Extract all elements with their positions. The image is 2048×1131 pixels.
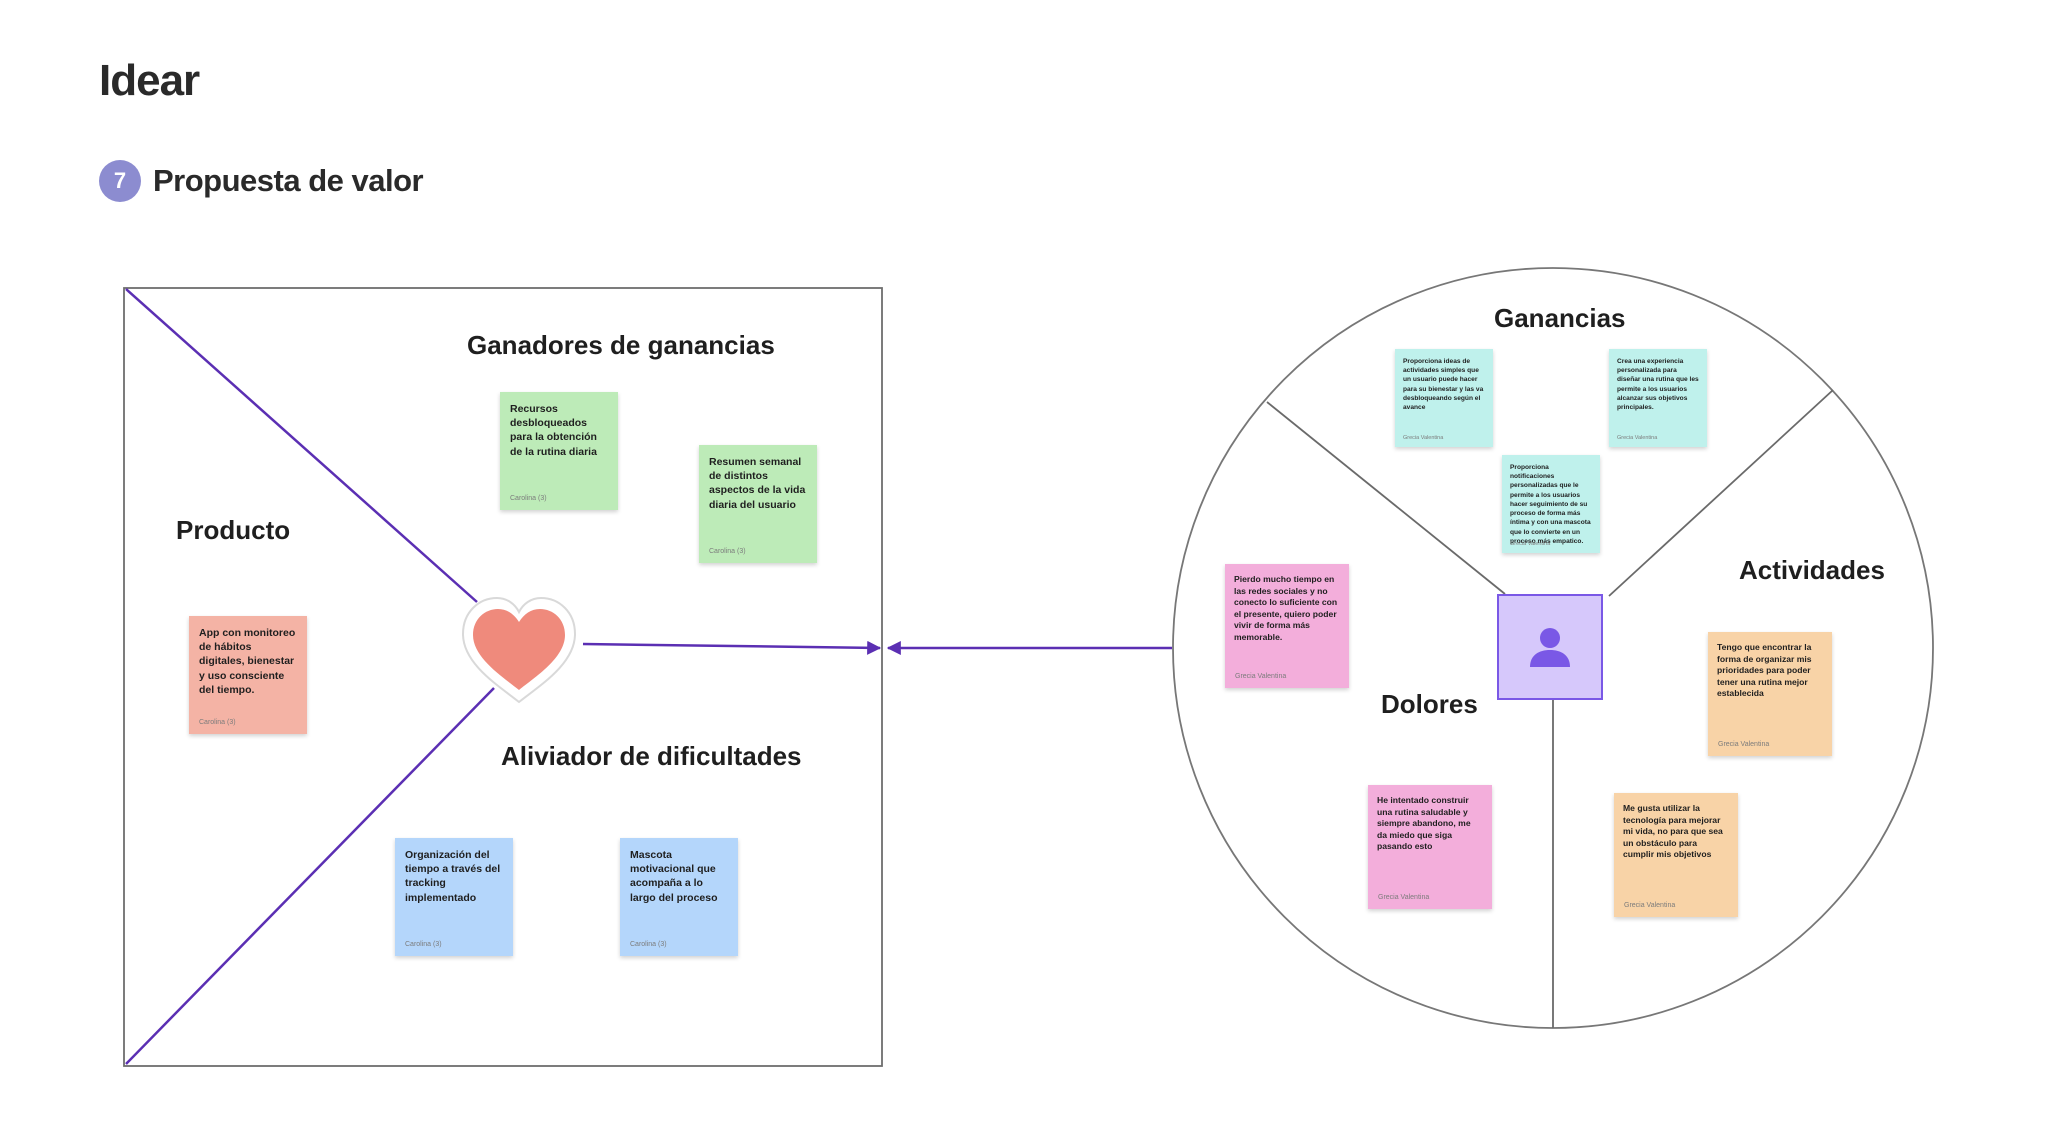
note-text: Proporciona ideas de actividades simples…	[1403, 358, 1484, 412]
customer-avatar	[1497, 594, 1603, 700]
note-author: Grecia Valentina	[1403, 435, 1444, 441]
gains-label: Ganancias	[1494, 303, 1626, 333]
section-header: 7 Propuesta de valor	[99, 160, 424, 202]
note-text: Mascota motivacional que acompaña a lo l…	[630, 849, 718, 904]
note-author: Grecia Valentina	[1235, 673, 1287, 680]
product-label: Producto	[176, 515, 291, 545]
profile-divider-left	[1266, 401, 1506, 595]
note-author: Carolina (3)	[405, 941, 442, 948]
value-map-frame	[123, 287, 883, 1067]
note-text: Tengo que encontrar la forma de organiza…	[1717, 642, 1812, 699]
sticky-note-pain[interactable]: He intentado construir una rutina saluda…	[1368, 785, 1492, 909]
note-author: Grecia Valentina	[1718, 741, 1770, 748]
sticky-note-job[interactable]: Tengo que encontrar la forma de organiza…	[1708, 632, 1832, 756]
jobs-label: Actividades	[1739, 555, 1885, 585]
note-author: Carolina (3)	[510, 495, 547, 502]
sticky-note-gain[interactable]: Proporciona ideas de actividades simples…	[1395, 349, 1493, 447]
note-author: Grecia Valentina	[1378, 894, 1430, 901]
pains-label: Dolores	[1381, 689, 1478, 719]
note-text: Organización del tiempo a través del tra…	[405, 849, 501, 904]
sticky-note-gain-creator[interactable]: Resumen semanal de distintos aspectos de…	[699, 445, 817, 563]
note-author: Grecia Valentina	[1617, 435, 1658, 441]
note-author: Carolina (3)	[709, 548, 746, 555]
note-author: Carolina (3)	[630, 941, 667, 948]
heart-icon	[455, 590, 583, 708]
sticky-note-gain[interactable]: Proporciona notificaciones personalizada…	[1502, 455, 1600, 553]
note-text: He intentado construir una rutina saluda…	[1377, 795, 1471, 852]
sticky-note-pain[interactable]: Pierdo mucho tiempo en las redes sociale…	[1225, 564, 1349, 688]
value-map-arrow	[582, 640, 882, 655]
page-title: Idear	[99, 56, 200, 105]
sticky-note-pain-reliever[interactable]: Organización del tiempo a través del tra…	[395, 838, 513, 956]
sticky-note-product[interactable]: App con monitoreo de hábitos digitales, …	[189, 616, 307, 734]
step-number-badge: 7	[99, 160, 141, 202]
sticky-note-job[interactable]: Me gusta utilizar la tecnología para mej…	[1614, 793, 1738, 917]
profile-divider-right	[1608, 389, 1834, 597]
user-icon	[1530, 628, 1570, 667]
sticky-note-pain-reliever[interactable]: Mascota motivacional que acompaña a lo l…	[620, 838, 738, 956]
note-text: Recursos desbloqueados para la obtención…	[510, 403, 597, 458]
note-text: App con monitoreo de hábitos digitales, …	[199, 627, 296, 696]
note-text: Me gusta utilizar la tecnología para mej…	[1623, 803, 1723, 860]
section-title: Propuesta de valor	[153, 163, 424, 198]
note-text: Proporciona notificaciones personalizada…	[1510, 464, 1591, 545]
note-author: Carolina (3)	[199, 719, 236, 726]
pain-relievers-label: Aliviador de dificultades	[501, 741, 802, 771]
sticky-note-gain-creator[interactable]: Recursos desbloqueados para la obtención…	[500, 392, 618, 510]
gain-creators-label: Ganadores de ganancias	[467, 330, 775, 360]
value-map-lower-diagonal	[125, 687, 495, 1065]
note-text: Crea una experiencia personalizada para …	[1617, 358, 1699, 412]
sticky-note-gain[interactable]: Crea una experiencia personalizada para …	[1609, 349, 1707, 447]
note-text: Pierdo mucho tiempo en las redes sociale…	[1234, 574, 1338, 642]
note-author: Grecia Valentina	[1624, 902, 1676, 909]
note-text: Resumen semanal de distintos aspectos de…	[709, 456, 806, 511]
value-map-upper-diagonal	[125, 288, 478, 603]
note-author: Grecia Valentina	[1510, 541, 1551, 547]
